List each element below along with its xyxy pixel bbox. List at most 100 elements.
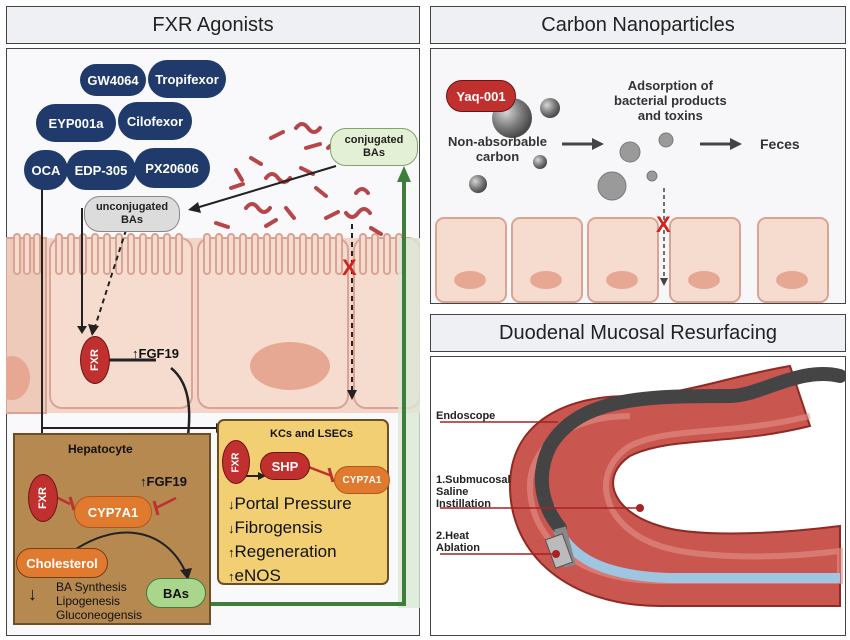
kcs-effect-row-fibro: ↓Fibrogensis <box>228 516 352 540</box>
shp-label: SHP <box>271 458 299 474</box>
kcs-cyp7a1: CYP7A1 <box>334 466 390 494</box>
fxr-panel-title-text: FXR Agonists <box>152 13 274 36</box>
effect-portal-pressure: Portal Pressure <box>234 494 352 513</box>
kcs-title-text: KCs and LSECs <box>270 428 354 440</box>
endoscope-text: Endoscope <box>436 410 496 422</box>
agonist-eyp001a: EYP001a <box>36 104 116 142</box>
feces-label: Feces <box>760 136 800 152</box>
kcs-effect-row-regen: ↑Regeneration <box>228 540 352 564</box>
effect-regeneration: Regeneration <box>234 542 337 561</box>
non-absorbable-line1: Non-absorbable <box>448 134 547 149</box>
carbon-block-x: X <box>656 212 671 238</box>
dmr-panel-title: Duodenal Mucosal Resurfacing <box>430 314 846 352</box>
fxr-block-x-text: X <box>342 255 357 280</box>
agonist-tropifexor-label: Tropifexor <box>155 71 219 87</box>
intestinal-fgf19-label: FGF19 <box>138 346 179 361</box>
fxr-block-x: X <box>342 255 357 281</box>
conjugated-line1: conjugated <box>344 134 404 146</box>
step1-line3: Instillation <box>436 498 491 510</box>
adsorption-line3: and toxins <box>637 108 703 123</box>
up-arrow-icon: ↑ <box>140 474 147 489</box>
agonist-edp305: EDP-305 <box>66 150 136 190</box>
bas-pill: BAs <box>146 578 206 608</box>
agonist-tropifexor: Tropifexor <box>148 60 226 98</box>
feces-text: Feces <box>760 136 800 152</box>
effect-lipogenesis: Lipogenesis <box>56 594 121 608</box>
kcs-effect-row-portal: ↓Portal Pressure <box>228 492 352 516</box>
bas-label: BAs <box>162 585 189 601</box>
step2-line2: Ablation <box>436 542 480 554</box>
agonist-edp305-label: EDP-305 <box>74 162 128 178</box>
carbon-block-x-text: X <box>656 212 671 237</box>
step2-line1: 2.Heat <box>436 530 470 542</box>
adsorption-line1: Adsorption of <box>627 78 713 93</box>
step1-label: 1.Submucosal Saline Instillation <box>436 474 511 510</box>
effect-gluconeogenesis: Gluconeogensis <box>56 608 143 622</box>
step2-label: 2.Heat Ablation <box>436 530 480 554</box>
kcs-fxr: FXR <box>222 440 250 484</box>
effect-fibrogenesis: Fibrogensis <box>234 518 323 537</box>
non-absorbable-line2: carbon <box>475 149 520 164</box>
hepatocyte-fxr: FXR <box>28 474 58 522</box>
intestinal-fxr-label: FXR <box>89 349 101 371</box>
intestinal-fxr: FXR <box>80 336 110 384</box>
unconjugated-bas-pill: unconjugated BAs <box>84 196 180 232</box>
intestinal-fgf19: ↑FGF19 <box>132 346 179 361</box>
kcs-cyp7a1-label: CYP7A1 <box>342 474 382 486</box>
agonist-cilofexor-label: Cilofexor <box>126 113 184 129</box>
fxr-panel-title: FXR Agonists <box>6 6 420 44</box>
toxin-particles <box>597 132 674 201</box>
step1-line1: 1.Submucosal <box>436 474 511 486</box>
non-absorbable-label: Non-absorbable carbon <box>448 134 547 164</box>
conjugated-line2: BAs <box>362 147 385 159</box>
agonist-cilofexor: Cilofexor <box>118 102 192 140</box>
down-arrow-icon: ↓ <box>228 521 235 536</box>
cholesterol-label: Cholesterol <box>26 555 98 571</box>
unconjugated-line2: BAs <box>120 214 143 226</box>
agonist-px20606-label: PX20606 <box>145 160 199 176</box>
hepatocyte-cyp7a1: CYP7A1 <box>74 496 152 528</box>
adsorption-label: Adsorption of bacterial products and tox… <box>614 78 727 123</box>
carbon-panel-title-text: Carbon Nanoparticles <box>541 13 735 36</box>
kcs-effects: ↓Portal Pressure ↓Fibrogensis ↑Regenerat… <box>228 492 352 588</box>
agonist-eyp001a-label: EYP001a <box>48 115 104 131</box>
hepatocyte-cyp7a1-label: CYP7A1 <box>87 504 139 520</box>
effect-enos: eNOS <box>234 566 281 585</box>
dmr-diagram <box>440 364 846 607</box>
effect-ba-synthesis: BA Synthesis <box>56 580 127 594</box>
down-arrow-icon: ↓ <box>228 497 235 512</box>
agonist-gw4064: GW4064 <box>80 64 146 96</box>
up-arrow-icon: ↑ <box>228 569 235 584</box>
up-arrow-icon: ↑ <box>132 346 139 361</box>
agonist-gw4064-label: GW4064 <box>87 72 139 88</box>
dmr-panel-title-text: Duodenal Mucosal Resurfacing <box>499 321 777 344</box>
up-arrow-icon: ↑ <box>228 545 235 560</box>
yaq-001-pill: Yaq-001 <box>446 80 516 112</box>
carbon-enterocytes <box>435 217 829 303</box>
yaq-001-label: Yaq-001 <box>456 88 506 104</box>
portal-channel <box>398 238 420 608</box>
kcs-title: KCs and LSECs <box>270 428 353 440</box>
kcs-effect-row-enos: ↑eNOS <box>228 564 352 588</box>
hepatocyte-title-text: Hepatocyte <box>68 442 133 456</box>
carbon-diagram <box>435 98 829 303</box>
hepatocyte-fgf19-label: FGF19 <box>146 474 187 489</box>
conjugated-bas-pill: conjugated BAs <box>330 128 418 166</box>
unconjugated-line1: unconjugated <box>95 201 169 213</box>
cholesterol-pill: Cholesterol <box>16 548 108 578</box>
hepatocyte-fgf19: ↑FGF19 <box>140 474 187 489</box>
hepatocyte-title: Hepatocyte <box>68 442 133 456</box>
agonist-px20606: PX20606 <box>134 148 210 188</box>
down-arrow-icon: ↓ <box>28 584 37 604</box>
endoscope-label: Endoscope <box>436 410 495 422</box>
step1-line2: Saline <box>436 486 469 498</box>
kcs-fxr-label: FXR <box>230 452 242 472</box>
hepatocyte-effects: BA Synthesis Lipogenesis Gluconeogensis <box>56 580 142 622</box>
adsorption-line2: bacterial products <box>614 93 727 108</box>
agonist-oca: OCA <box>24 150 68 190</box>
hepatocyte-fxr-label: FXR <box>37 487 49 509</box>
carbon-panel-title: Carbon Nanoparticles <box>430 6 846 44</box>
enterocyte-layer <box>6 233 420 414</box>
agonist-oca-label: OCA <box>31 162 61 178</box>
shp-pill: SHP <box>260 452 310 480</box>
